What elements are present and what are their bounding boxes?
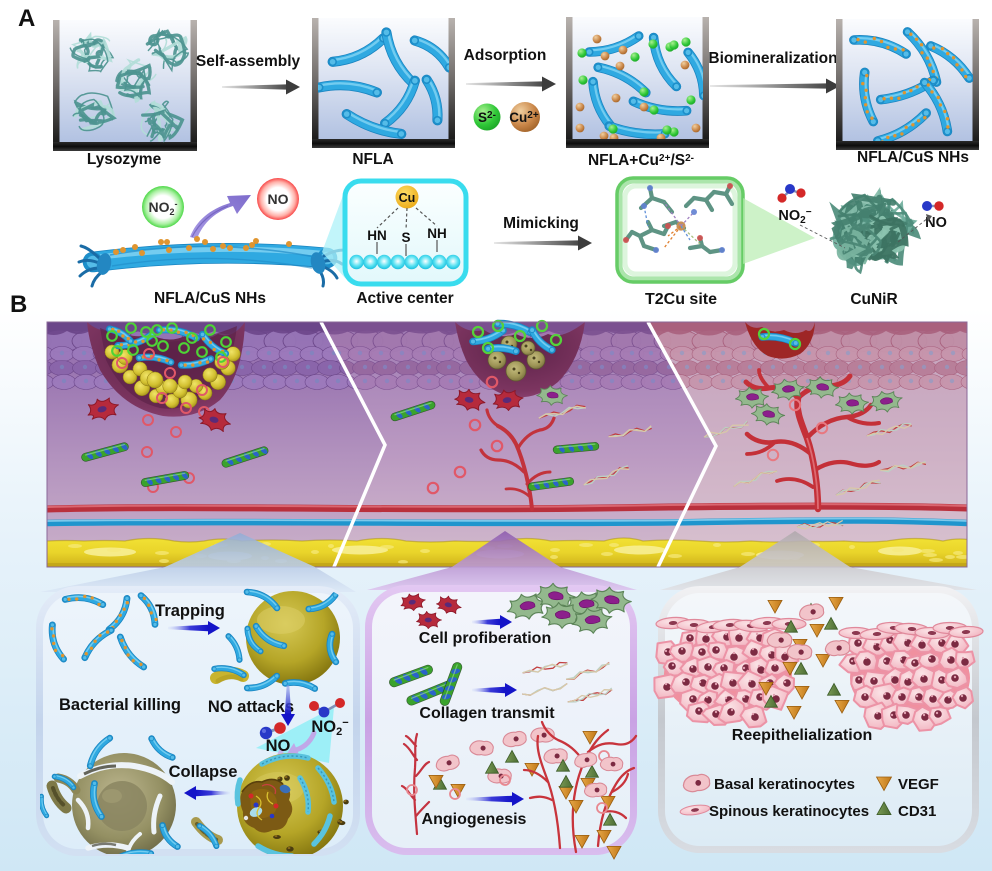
svg-text:VEGF: VEGF: [898, 776, 939, 793]
svg-text:NO attacks: NO attacks: [208, 698, 294, 716]
svg-text:Adsorption: Adsorption: [464, 47, 547, 64]
svg-text:Self-assembly: Self-assembly: [196, 53, 301, 70]
svg-text:Reepithelialization: Reepithelialization: [732, 727, 872, 744]
svg-text:S: S: [401, 230, 410, 245]
svg-text:NO: NO: [266, 737, 291, 755]
svg-text:NO: NO: [925, 215, 947, 231]
svg-text:Collapse: Collapse: [169, 763, 238, 781]
svg-text:Active center: Active center: [356, 290, 453, 307]
svg-text:A: A: [18, 5, 35, 32]
svg-text:NFLA: NFLA: [352, 151, 393, 168]
svg-text:CD31: CD31: [898, 803, 936, 820]
svg-text:T2Cu site: T2Cu site: [645, 291, 717, 308]
svg-text:Basal keratinocytes: Basal keratinocytes: [714, 776, 855, 793]
svg-text:Lysozyme: Lysozyme: [87, 151, 162, 168]
svg-text:Mimicking: Mimicking: [503, 215, 579, 232]
svg-text:B: B: [10, 291, 27, 318]
svg-text:Biomineralization: Biomineralization: [708, 50, 837, 67]
svg-text:CuNiR: CuNiR: [850, 291, 897, 308]
svg-text:NFLA/CuS NHs: NFLA/CuS NHs: [154, 290, 266, 307]
svg-text:Angiogenesis: Angiogenesis: [422, 811, 527, 828]
svg-text:Trapping: Trapping: [155, 602, 225, 620]
svg-text:Cell profiberation: Cell profiberation: [419, 630, 551, 647]
svg-text:NO: NO: [268, 191, 289, 207]
svg-text:NFLA+Cu2+/S2-: NFLA+Cu2+/S2-: [588, 152, 694, 169]
svg-text:HN: HN: [367, 228, 387, 243]
svg-text:NFLA/CuS NHs: NFLA/CuS NHs: [857, 149, 969, 166]
svg-text:Collagen transmit: Collagen transmit: [419, 705, 555, 722]
svg-text:Bacterial killing: Bacterial killing: [59, 696, 181, 714]
svg-text:Spinous keratinocytes: Spinous keratinocytes: [709, 803, 869, 820]
svg-text:Cu: Cu: [399, 191, 416, 205]
svg-text:NH: NH: [427, 226, 447, 241]
